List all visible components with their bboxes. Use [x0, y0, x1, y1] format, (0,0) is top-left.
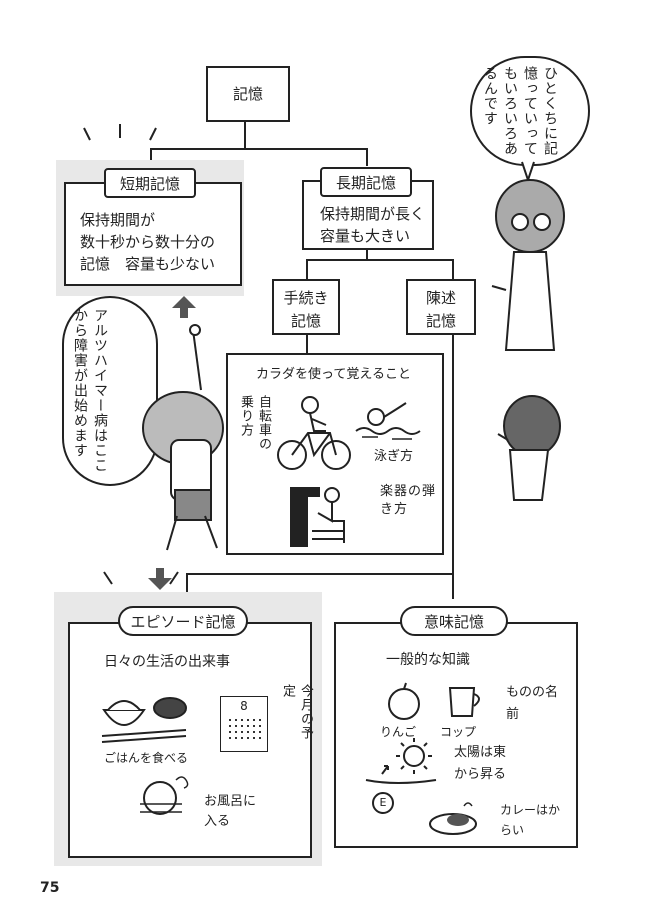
arrow-down-icon — [148, 568, 172, 590]
semantic-title: 意味記憶 — [400, 606, 508, 636]
episodic-heading: 日々の生活の出来事 — [104, 654, 230, 670]
cup-label: コップ — [440, 725, 477, 739]
woman-pointing-figure-icon — [142, 324, 224, 551]
various-memory-text: ひとくちに記憶っていってもいろいろあるんです — [482, 66, 558, 156]
connector-root-horizontal — [150, 148, 368, 150]
names-label: ものの名前 — [506, 685, 559, 722]
root-memory-box: 記憶 — [206, 66, 290, 122]
swimmer-icon — [355, 402, 421, 440]
declarative-title-1: 陳述 — [425, 289, 456, 307]
short-term-box: 保持期間が 数十秒から数十分の 記憶 容量も少ない — [64, 182, 242, 286]
alzheimer-bubble: アルツハイマー病はここから障害が出始めます — [62, 296, 158, 486]
semantic-box: 一般的な知識 りんご コップ ものの名前 E 太陽は東から昇る カレーはからい — [334, 622, 578, 848]
bath-label: お風呂に入る — [204, 794, 257, 829]
episodic-emphasis-ticks-icon — [103, 571, 179, 585]
calendar-icon: 8 — [220, 696, 268, 752]
piano-icon — [290, 487, 345, 547]
episodic-box: 日々の生活の出来事 ごはんを食べる 8 今月の予定 お風呂に入る — [68, 622, 313, 858]
arrow-up-icon — [172, 296, 196, 318]
body-memory-heading: カラダを使って覚えること — [256, 367, 411, 382]
procedural-title-1: 手続き — [283, 289, 329, 307]
sun-rising-icon — [365, 738, 437, 784]
connector-proc-down — [306, 259, 308, 279]
connector-short-down — [150, 148, 152, 166]
east-label: E — [379, 796, 387, 809]
cup-icon — [448, 687, 480, 717]
semantic-heading: 一般的な知識 — [386, 652, 470, 668]
short-term-desc-1: 保持期間が — [80, 211, 156, 229]
connector-semantic-down — [452, 573, 454, 599]
body-memory-box: カラダを使って覚えること 自転車の乗り方 泳ぎ方 楽器の弾き方 — [226, 353, 444, 555]
apple-label: りんご — [380, 725, 417, 739]
meal-label: ごはんを食べる — [104, 751, 189, 765]
bath-icon — [140, 776, 189, 815]
episodic-title: エピソード記憶 — [118, 606, 248, 636]
connector-split-horizontal — [306, 259, 454, 261]
east-marker: E — [372, 792, 394, 814]
connector-root-down — [244, 120, 246, 148]
curry-label: カレーはからい — [500, 803, 561, 837]
procedural-title-2: 記憶 — [290, 312, 321, 330]
connector-episodic-down — [186, 573, 188, 599]
instrument-label: 楽器の弾き方 — [380, 484, 437, 517]
connector-decl-long — [452, 334, 454, 574]
calendar-number: 8 — [240, 699, 248, 713]
declarative-box: 陳述 記憶 — [406, 279, 476, 335]
long-term-desc-1: 保持期間が長く — [320, 205, 426, 223]
root-memory-label: 記憶 — [232, 85, 263, 103]
connector-bottom-horizontal — [186, 573, 454, 575]
alzheimer-text: アルツハイマー病はここから障害が出始めます — [72, 308, 108, 473]
connector-proc-body — [306, 334, 308, 354]
sun-label: 太陽は東から昇る — [454, 745, 507, 782]
short-term-desc-2: 数十秒から数十分の — [80, 233, 216, 251]
page-number: 75 — [40, 880, 60, 896]
boy-figure-icon — [497, 395, 561, 501]
declarative-title-2: 記憶 — [425, 312, 456, 330]
connector-long-down — [366, 148, 368, 166]
various-memory-bubble: ひとくちに記憶っていってもいろいろあるんです — [470, 56, 590, 166]
rice-meal-icon — [101, 697, 187, 743]
emphasis-ticks-icon — [83, 124, 157, 141]
bicycle-icon — [277, 396, 351, 470]
schedule-label: 今月の予定 — [280, 684, 313, 740]
procedural-box: 手続き 記憶 — [272, 279, 340, 335]
apple-icon — [388, 682, 420, 720]
short-term-title: 短期記憶 — [104, 168, 196, 198]
curry-plate-icon — [429, 802, 477, 835]
connector-long-bottom — [366, 250, 368, 260]
long-term-desc-2: 容量も大きい — [320, 227, 411, 245]
swim-label: 泳ぎ方 — [374, 449, 414, 464]
calendar-grid — [227, 717, 261, 743]
connector-decl-down — [452, 259, 454, 279]
short-term-desc-3: 記憶 容量も少ない — [80, 255, 216, 273]
bicycle-label: 自転車の乗り方 — [238, 395, 271, 451]
woman-glasses-figure-icon — [491, 179, 565, 351]
long-term-title: 長期記憶 — [320, 167, 412, 197]
